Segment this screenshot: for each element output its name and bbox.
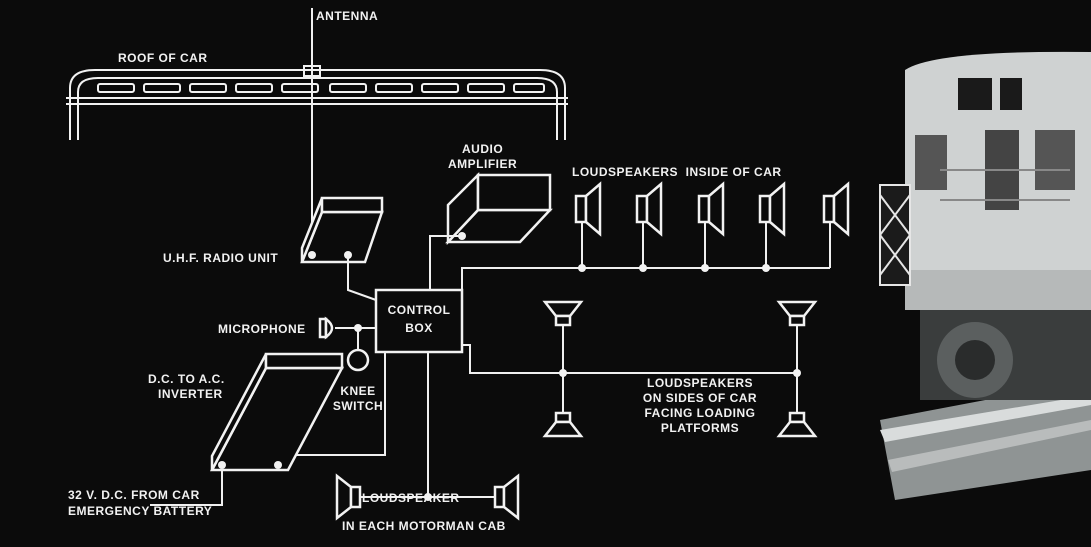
- inverter-label-2: INVERTER: [158, 387, 223, 401]
- motorman-label-2: IN EACH MOTORMAN CAB: [342, 519, 506, 533]
- knee-switch-label-2: SWITCH: [333, 399, 383, 413]
- car-lower-panel: [905, 270, 1091, 310]
- antenna-mount: [303, 65, 321, 77]
- amplifier-label-1: AUDIO: [462, 142, 503, 156]
- antenna-label: ANTENNA: [316, 9, 378, 23]
- inverter-terminal-left: [218, 461, 226, 469]
- amplifier-label-2: AMPLIFIER: [448, 157, 517, 171]
- speaker-motorman-right-icon: [493, 473, 520, 521]
- control-box-label-2: BOX: [405, 321, 433, 335]
- inverter-label-1: D.C. TO A.C.: [148, 372, 225, 386]
- motorman-speakers: [335, 473, 520, 521]
- speaker-side-top-right-icon: [776, 300, 818, 327]
- roof-label: ROOF OF CAR: [118, 51, 208, 65]
- speaker-side-top-left-icon: [542, 300, 584, 327]
- side-speakers-label-3: FACING LOADING: [645, 406, 756, 420]
- dc-ac-inverter: [209, 352, 345, 472]
- car-window-right: [1035, 130, 1075, 190]
- speaker-inside-2-icon: [635, 181, 663, 237]
- rail-highlight: [880, 395, 1091, 442]
- wheel-hub: [955, 340, 995, 380]
- speaker-motorman-left-icon: [335, 473, 362, 521]
- roof-of-car: [66, 69, 568, 140]
- knee-switch-icon: [346, 348, 370, 372]
- speaker-inside-1-icon: [574, 181, 602, 237]
- inverter-terminal-right: [274, 461, 282, 469]
- subway-car-photo: [879, 51, 1091, 500]
- car-window-left: [915, 135, 947, 190]
- speaker-inside-4-icon: [758, 181, 786, 237]
- rail-highlight-2: [888, 420, 1091, 472]
- microphone-label: MICROPHONE: [218, 322, 306, 336]
- car-window-top-left: [958, 78, 992, 110]
- uhf-terminal-left: [308, 251, 316, 259]
- side-speakers: [542, 300, 818, 438]
- speaker-inside-3-icon: [697, 181, 725, 237]
- side-speakers-label-4: PLATFORMS: [661, 421, 739, 435]
- car-gate: [879, 184, 911, 286]
- roof-vents: [97, 83, 545, 93]
- control-box: [374, 288, 464, 354]
- battery-label-1: 32 V. D.C. FROM CAR: [68, 488, 200, 502]
- inside-speakers: [574, 181, 850, 237]
- knee-switch-label-1: KNEE: [340, 384, 375, 398]
- speaker-side-bottom-right-icon: [776, 411, 818, 438]
- microphone-icon: [318, 316, 334, 340]
- inside-speakers-label: LOUDSPEAKERS INSIDE OF CAR: [572, 165, 782, 179]
- side-speakers-label-1: LOUDSPEAKERS: [647, 376, 753, 390]
- junction-dots: [354, 264, 801, 501]
- speaker-side-bottom-left-icon: [542, 411, 584, 438]
- uhf-radio-label: U.H.F. RADIO UNIT: [163, 251, 278, 265]
- uhf-radio-unit: [300, 196, 384, 264]
- battery-label-2: EMERGENCY BATTERY: [68, 504, 212, 518]
- audio-amplifier: [445, 171, 553, 246]
- control-box-label-1: CONTROL: [388, 303, 451, 317]
- side-speakers-label-2: ON SIDES OF CAR: [643, 391, 757, 405]
- speaker-inside-5-icon: [822, 181, 850, 237]
- car-window-top-right: [1000, 78, 1022, 110]
- motorman-label-1: LOUDSPEAKER: [362, 491, 460, 505]
